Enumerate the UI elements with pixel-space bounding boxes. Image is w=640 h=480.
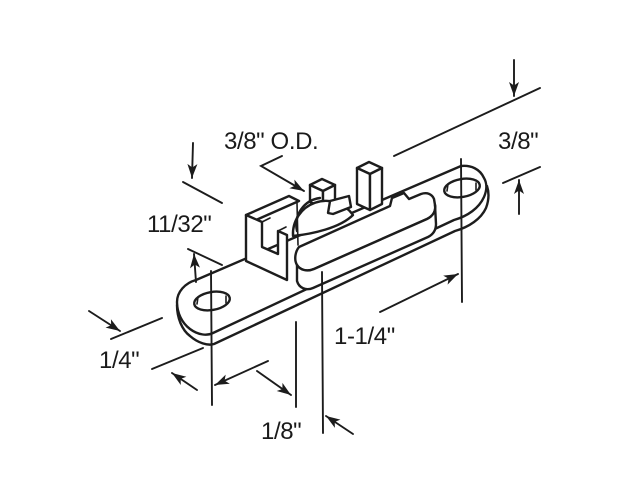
u-bracket [244,194,301,282]
dimension-label-housing-height: 3/8" [498,128,539,155]
dim-housing-height [393,59,541,215]
dim-bracket-height [182,142,223,283]
roller-wheel [291,194,355,238]
dim-hole-spacing [325,273,459,435]
dim-plate-thickness [88,310,204,391]
dim-roller-od-leader [258,155,305,192]
dimension-label-bracket-height: 11/32" [147,211,212,238]
dimension-label-plate-thickness: 1/4" [99,347,140,374]
dimension-label-hole-offset: 1/8" [261,418,302,445]
dimension-label-roller-od: 3/8" O.D. [224,128,319,155]
dimension-label-hole-spacing: 1-1/4" [334,323,395,350]
dim-hole-offset [214,360,292,396]
roller-housing [294,191,438,291]
rear-post [355,160,384,212]
centerlines [210,158,463,434]
